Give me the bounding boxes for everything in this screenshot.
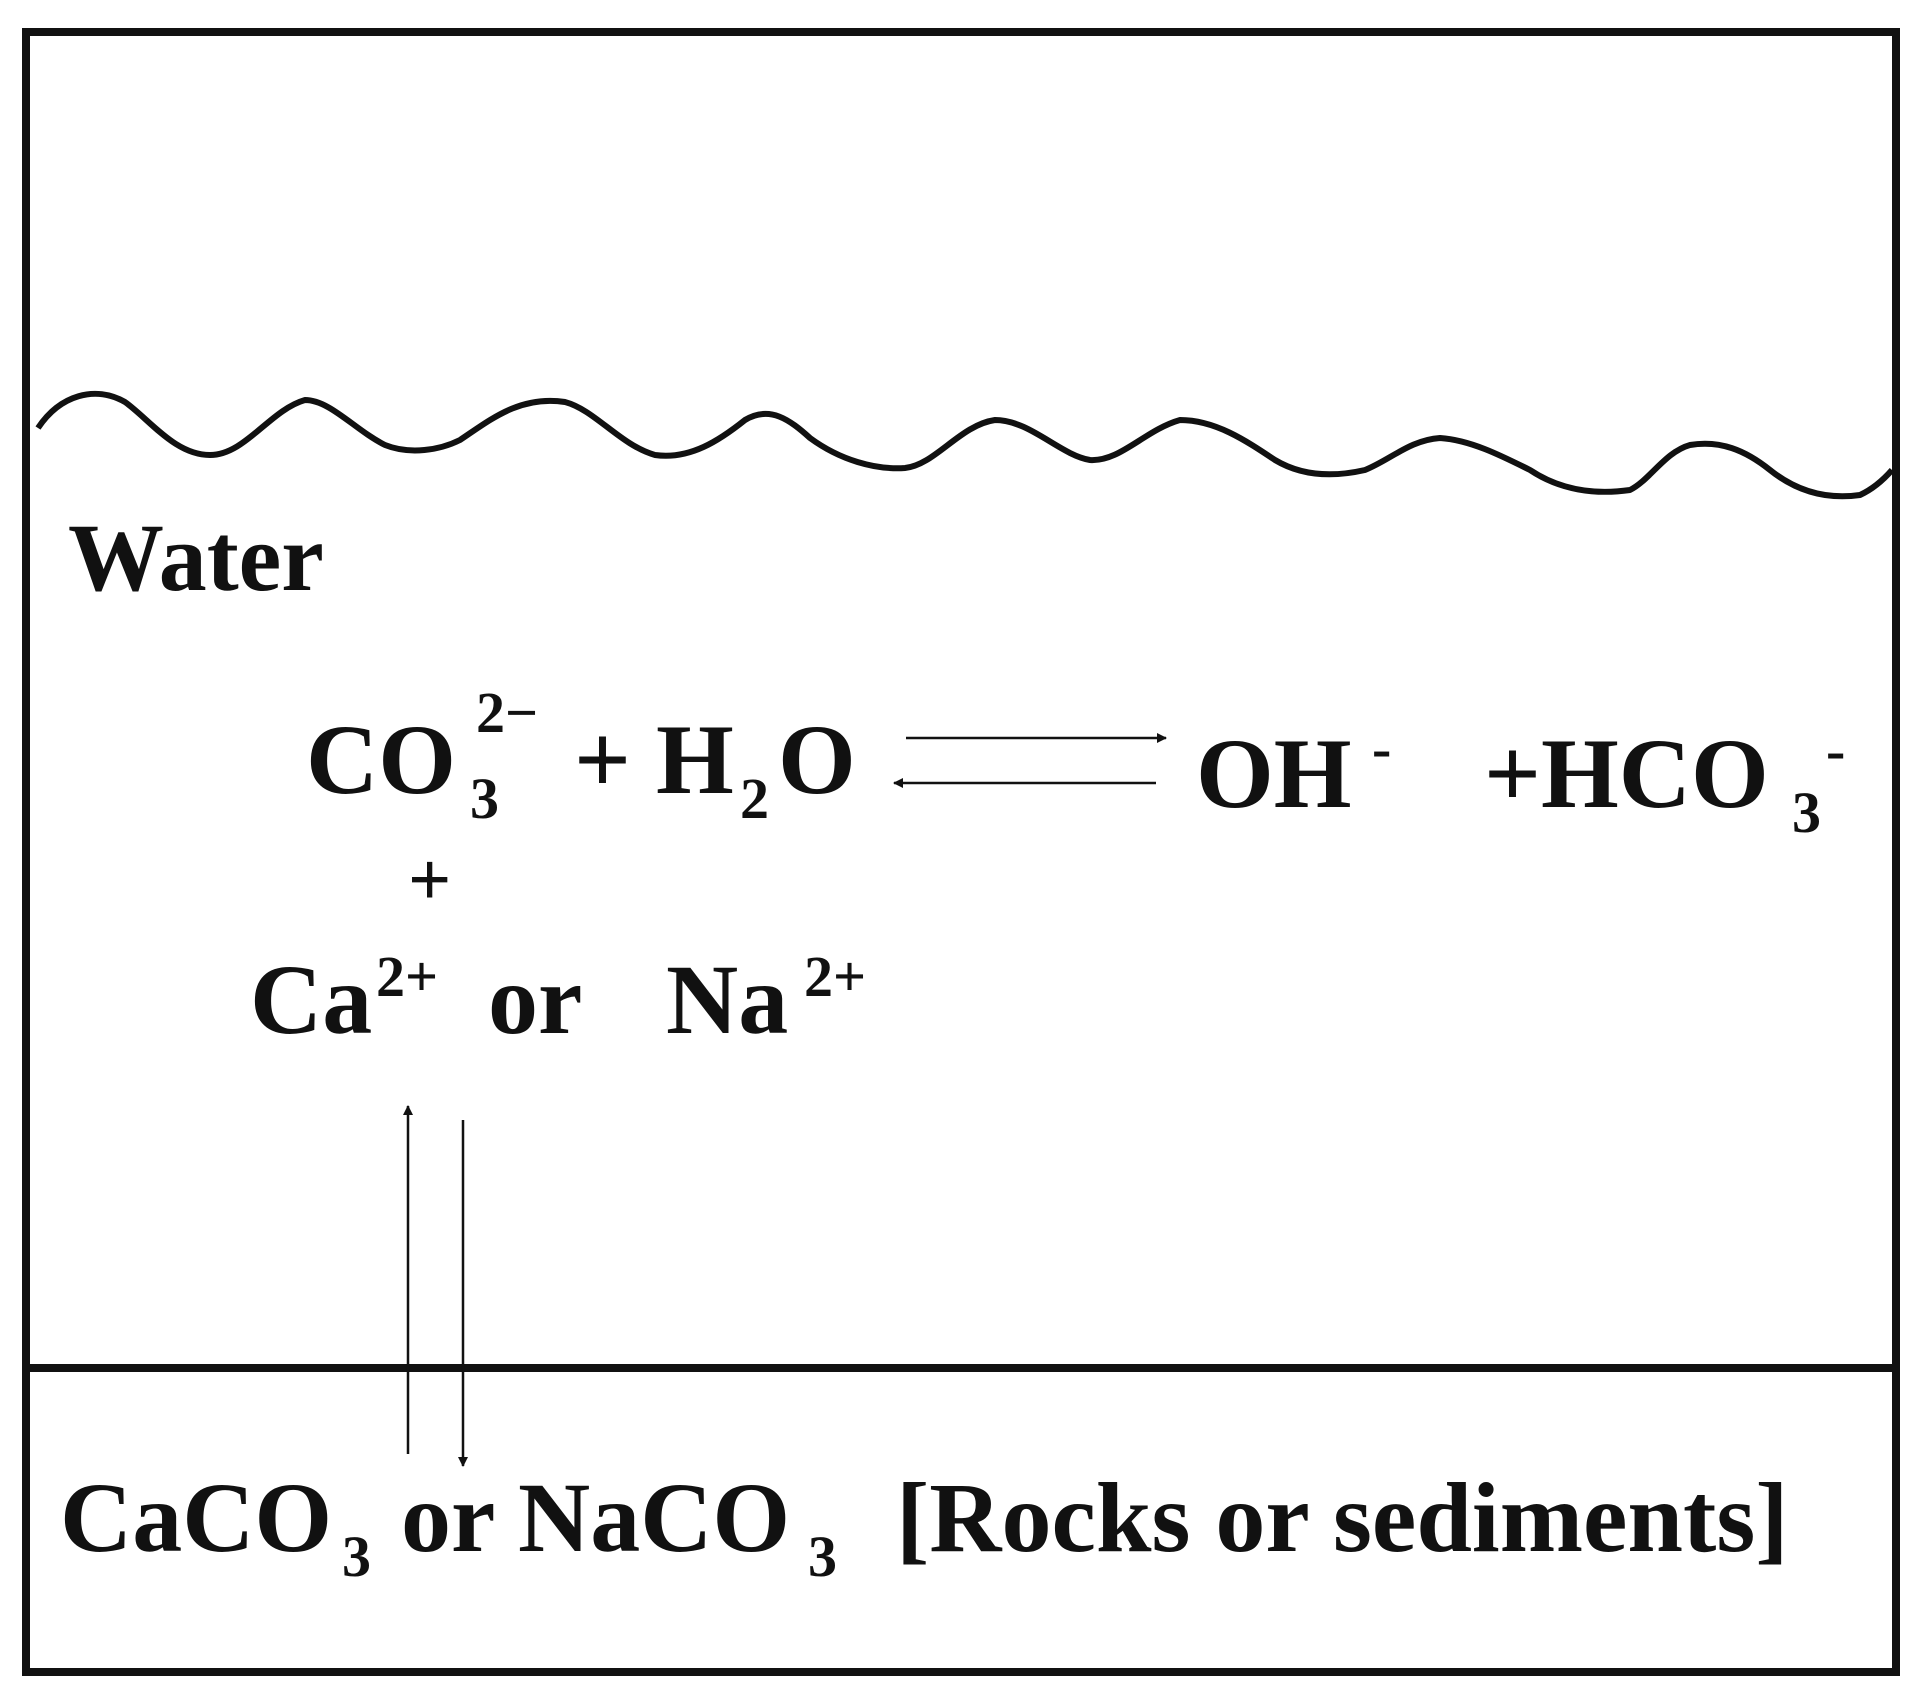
sodium-charge: 2+ <box>804 944 867 1009</box>
water-label: Water <box>68 504 324 611</box>
sodium-ion: Na <box>666 944 789 1055</box>
rocks-or-sediments-label: [Rocks or sediments] <box>896 1462 1789 1573</box>
calcium-ion: Ca <box>250 944 373 1055</box>
water-surface-wave <box>35 390 1895 500</box>
carbonate-charge: 2− <box>476 680 539 745</box>
carbonate-ion: CO <box>306 710 456 810</box>
carbonate-formula: CO <box>306 704 456 815</box>
outer-frame <box>22 28 1900 1676</box>
bicarbonate-subscript: 3 <box>1792 780 1821 845</box>
bicarbonate-charge: - <box>1826 718 1846 783</box>
calcium-carbonate: CaCO <box>60 1462 333 1573</box>
sodium-carbonate: NaCO <box>518 1462 791 1573</box>
calcium-carbonate-subscript: 3 <box>342 1524 371 1589</box>
plus-sign-cation: + <box>408 838 452 922</box>
hydroxide-charge: - <box>1372 716 1392 781</box>
sodium-carbonate-subscript: 3 <box>808 1524 837 1589</box>
carbonate-subscript: 3 <box>470 766 499 831</box>
or-word-sediment: or <box>376 1462 519 1573</box>
water-o: O <box>778 704 856 815</box>
water-h: H <box>656 704 734 815</box>
bicarbonate-ion: +HCO <box>1484 718 1769 829</box>
water-subscript: 2 <box>740 766 769 831</box>
or-word-cations: or <box>488 944 583 1055</box>
plus-sign-water: + <box>574 704 631 815</box>
calcium-charge: 2+ <box>376 944 439 1009</box>
hydroxide-ion: OH <box>1196 718 1352 829</box>
